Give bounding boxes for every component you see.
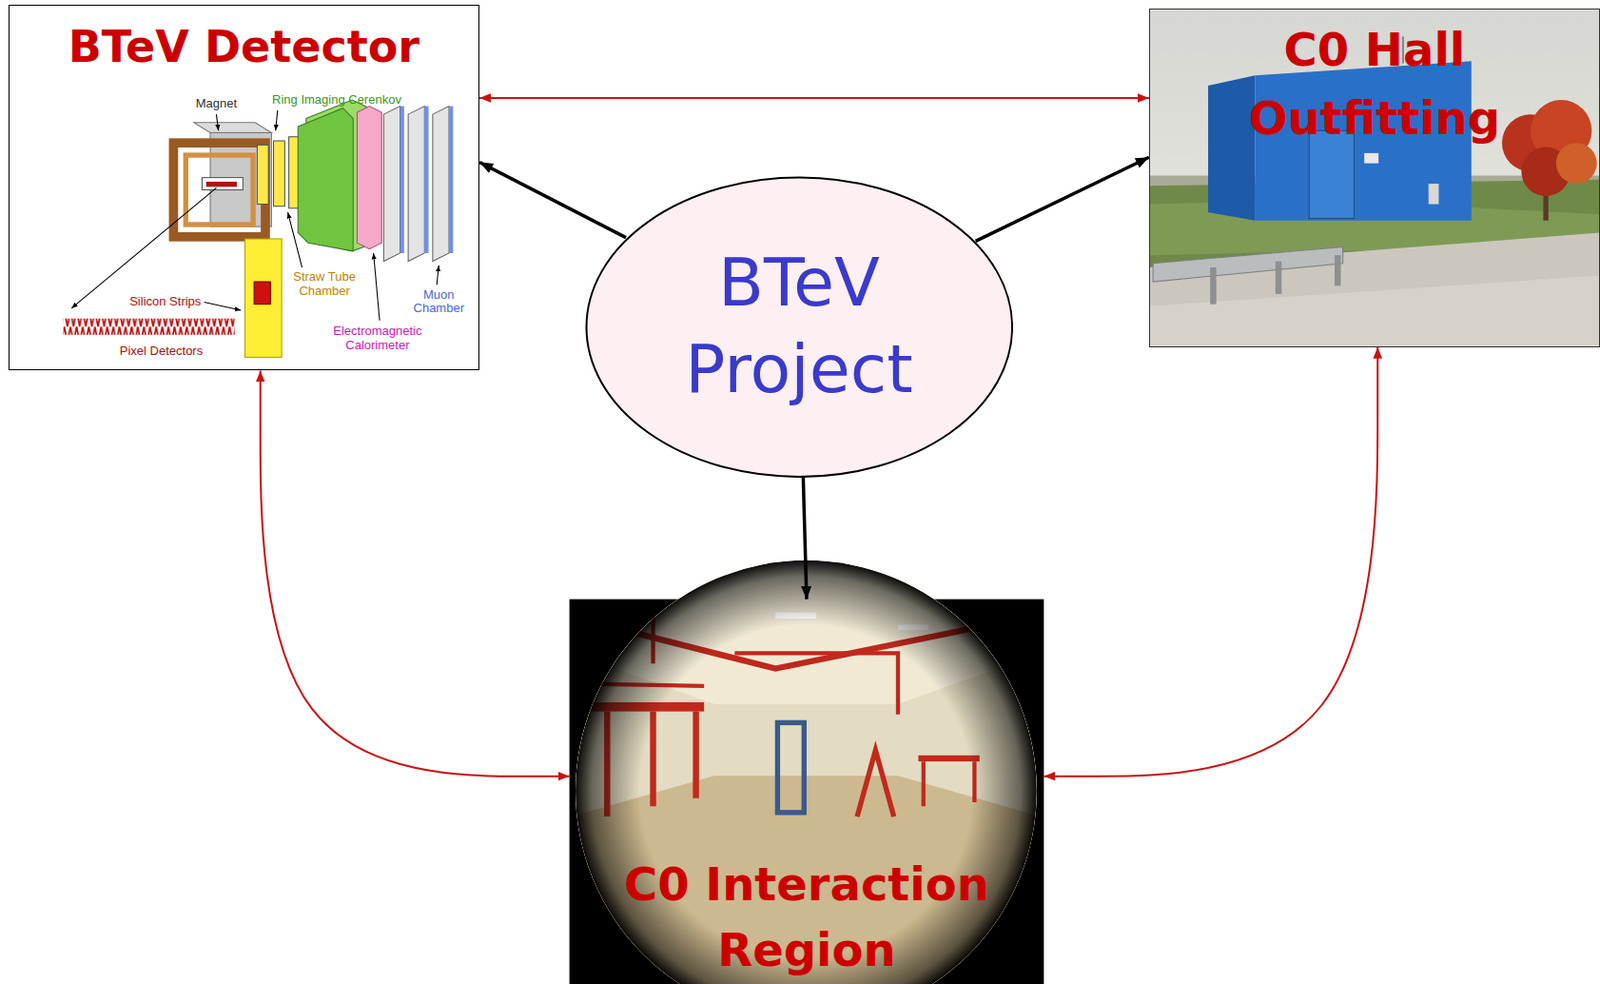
part-label: Straw Tube Chamber	[289, 270, 361, 299]
ellipse-shape	[585, 176, 1013, 477]
leader-lines-part	[204, 301, 242, 311]
interaction-region-photo-part-part	[575, 560, 1037, 984]
muon-chamber-drawing-part	[424, 106, 429, 254]
interaction-box: C0 Interaction Region	[569, 599, 1045, 984]
magnet-drawing-part	[201, 177, 243, 191]
magnet-drawing-part	[185, 155, 254, 225]
leader-lines-part	[71, 187, 216, 309]
straw-tube-drawing	[256, 136, 299, 209]
arrow	[802, 477, 807, 600]
silicon-plane-drawing-part	[244, 238, 282, 357]
detector-illustration	[8, 4, 481, 371]
part-label: Muon Chamber	[409, 288, 469, 317]
hall-photo-part	[1149, 233, 1600, 348]
hall-box: C0 Hall Outfitting	[1149, 8, 1600, 348]
interaction-region-photo-part	[571, 556, 1041, 984]
hall-photo-part	[1149, 8, 1600, 348]
leader-lines-part	[288, 212, 303, 268]
arrow	[975, 156, 1150, 241]
arrow	[479, 161, 626, 237]
part-label: Electromagnetic Calorimeter	[322, 324, 432, 353]
hall-photo-part	[1275, 261, 1282, 294]
part-label: Pixel Detectors	[113, 344, 209, 359]
muon-chamber-drawing-part	[432, 106, 449, 262]
leader-lines-part	[275, 110, 278, 131]
straw-tube-drawing-part	[273, 140, 286, 207]
hall-photo	[1149, 8, 1600, 348]
calorimeter-drawing	[356, 106, 382, 250]
magnet-drawing	[173, 122, 272, 237]
part-label: Ring Imaging Cerenkov	[255, 93, 418, 108]
hall-photo-part	[1208, 75, 1255, 220]
leader-lines	[71, 110, 439, 321]
node-heading: C0 Hall Outfitting	[1184, 15, 1565, 153]
hall-photo-part	[1428, 183, 1440, 204]
double-arrow	[260, 370, 570, 776]
rich-drawing-part	[297, 108, 353, 252]
magnet-drawing-part	[206, 181, 237, 187]
node-heading: C0 Interaction Region	[578, 851, 1035, 984]
magnet-drawing-part	[194, 122, 273, 134]
detector-illustration-part	[8, 4, 481, 371]
hall-photo-part	[1152, 247, 1344, 282]
part-label: Silicon Strips	[127, 294, 204, 310]
calorimeter-drawing-part	[356, 106, 382, 250]
detector-box: BTeV Detector	[8, 4, 481, 371]
node-heading: BTeV Detector	[68, 20, 420, 74]
hall-photo-part	[1334, 254, 1341, 286]
interaction-region-photo	[569, 556, 1045, 984]
silicon-plane-drawing-part	[253, 281, 271, 305]
hall-photo-part	[1209, 267, 1216, 305]
part-label: Magnet	[187, 97, 245, 112]
muon-chamber-drawing-part	[448, 106, 453, 254]
silicon-plane-drawing	[244, 238, 282, 357]
muon-chamber-drawing-part	[408, 106, 425, 262]
pixel-strip-drawing	[63, 318, 235, 335]
straw-tube-drawing-part	[256, 144, 269, 204]
hall-photo-part	[1149, 275, 1600, 348]
muon-chamber-drawing	[383, 106, 453, 262]
project-ellipse: BTeV Project	[585, 175, 1015, 479]
muon-chamber-drawing-part	[400, 106, 405, 254]
node-heading: BTeV Project	[646, 239, 952, 413]
interaction-region-photo-part-part	[571, 556, 1041, 984]
magnet-drawing-part	[173, 142, 266, 237]
double-arrow	[1043, 347, 1378, 777]
ellipse-outline	[585, 175, 1015, 479]
leader-lines-part	[436, 265, 439, 285]
hall-photo-part	[1364, 153, 1379, 164]
leader-lines-part	[373, 253, 380, 321]
hall-photo-part	[1556, 142, 1598, 184]
double-arrow	[479, 97, 1150, 99]
leader-lines-part	[215, 114, 218, 131]
muon-chamber-drawing-part	[383, 106, 400, 262]
